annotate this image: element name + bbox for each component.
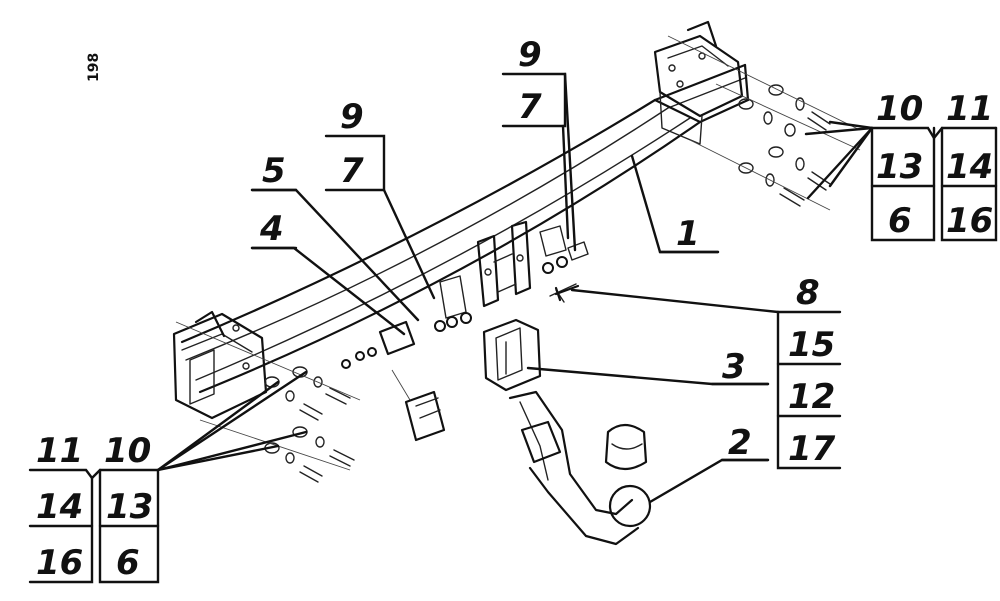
label-16-right: 16 <box>946 201 993 241</box>
label-4: 4 <box>259 209 284 249</box>
label-8: 8 <box>796 273 820 313</box>
left-fasteners <box>175 321 361 483</box>
label-text: 1 2 3 4 5 8 9 7 9 7 10 11 13 14 6 16 11 … <box>36 35 993 583</box>
ball-neck <box>508 390 652 546</box>
label-11-right: 11 <box>946 89 993 129</box>
label-12: 12 <box>788 377 835 417</box>
label-10-right: 10 <box>876 89 923 129</box>
label-15: 15 <box>788 325 835 365</box>
page-number: 198 <box>86 53 102 82</box>
label-11-left: 11 <box>36 431 83 471</box>
label-2: 2 <box>728 423 752 463</box>
label-13-right: 13 <box>876 147 923 187</box>
label-17: 17 <box>788 429 836 469</box>
label-6-right: 6 <box>888 201 912 241</box>
label-9-right: 9 <box>518 35 542 75</box>
label-13-left: 13 <box>106 487 153 527</box>
label-7-right: 7 <box>518 87 542 127</box>
electrical-plate <box>341 320 446 442</box>
label-10-left: 10 <box>104 431 151 471</box>
socket-bracket <box>482 318 542 392</box>
label-14-right: 14 <box>946 147 993 187</box>
label-5: 5 <box>262 151 286 191</box>
label-3: 3 <box>722 347 746 387</box>
label-7-middle: 7 <box>340 151 364 191</box>
label-14-left: 14 <box>36 487 83 527</box>
label-16-left: 16 <box>36 543 83 583</box>
label-1: 1 <box>676 214 700 254</box>
label-9-middle: 9 <box>340 97 364 137</box>
crossbeam <box>180 63 750 394</box>
label-6-left: 6 <box>116 543 140 583</box>
beam-bolts <box>434 241 589 332</box>
right-fasteners <box>667 35 861 211</box>
label-frames <box>28 72 998 584</box>
bolt-8 <box>554 284 580 302</box>
